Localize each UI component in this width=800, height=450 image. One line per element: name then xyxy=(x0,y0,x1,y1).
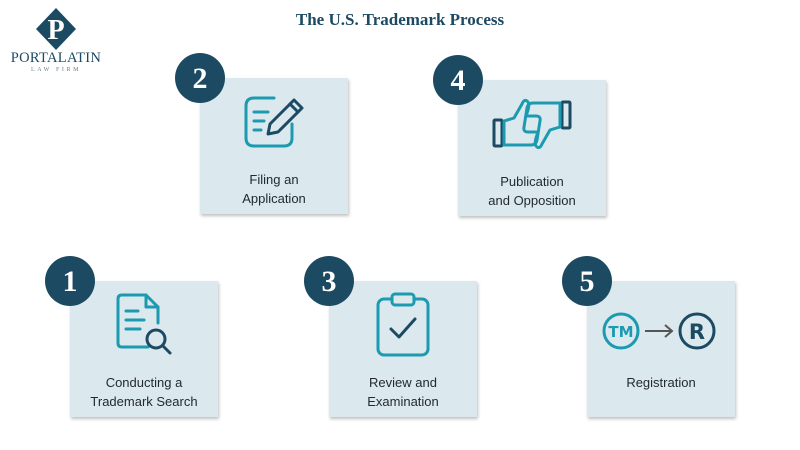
step-label-2: Filing an Application xyxy=(242,172,306,206)
step-number-2: 2 xyxy=(175,53,225,103)
step-card-5: TM R Registration xyxy=(587,281,735,417)
clipboard-check-icon xyxy=(376,292,430,357)
tm-to-registered-icon: TM R xyxy=(602,312,716,350)
step-label-5: Registration xyxy=(626,375,696,390)
step-number-5: 5 xyxy=(562,256,612,306)
step-label-1: Conducting a Trademark Search xyxy=(90,375,198,409)
document-search-icon xyxy=(116,293,172,355)
step-card-1: Conducting a Trademark Search xyxy=(70,281,218,417)
logo-name: PORTALATIN xyxy=(10,50,102,66)
edit-form-icon xyxy=(244,96,304,148)
thumbs-up-down-icon xyxy=(492,98,572,150)
step-number-3: 3 xyxy=(304,256,354,306)
step-label-3: Review and Examination xyxy=(367,375,439,409)
step-number-4: 4 xyxy=(433,55,483,105)
step-number-1: 1 xyxy=(45,256,95,306)
logo-monogram: P xyxy=(47,15,64,46)
registered-symbol: R xyxy=(689,320,705,344)
step-card-4: Publication and Opposition xyxy=(458,80,606,216)
logo-subtitle: LAW FIRM xyxy=(30,67,82,73)
step-card-2: Filing an Application xyxy=(200,78,348,214)
tm-symbol: TM xyxy=(608,323,633,341)
page-title: The U.S. Trademark Process xyxy=(295,10,505,29)
step-label-4: Publication and Opposition xyxy=(488,174,576,208)
step-card-3: Review and Examination xyxy=(329,281,477,417)
firm-logo: P PORTALATIN LAW FIRM xyxy=(6,6,106,76)
diamond-logo-icon: P xyxy=(36,8,76,50)
